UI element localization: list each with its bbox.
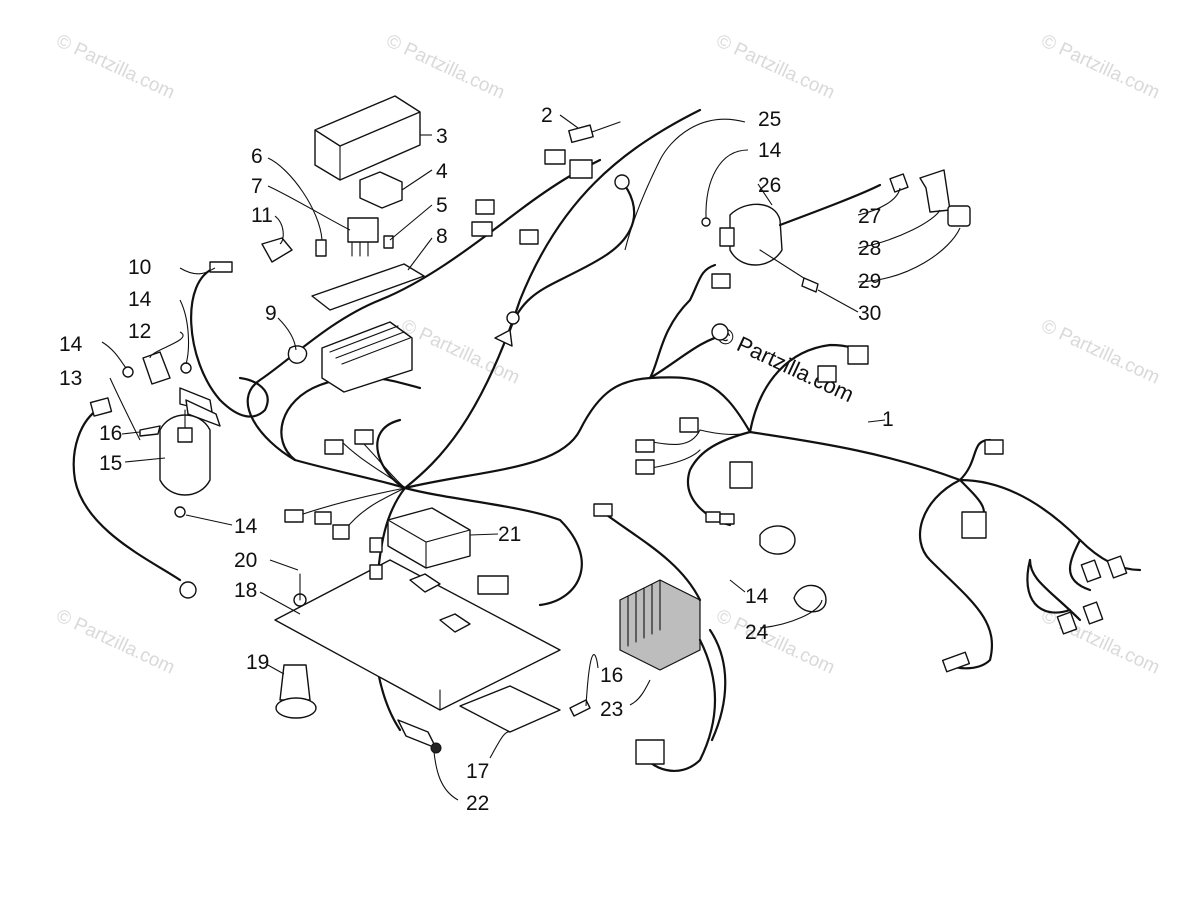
callout-27: 27 bbox=[858, 205, 881, 228]
callout-14-d: 14 bbox=[758, 139, 782, 162]
watermark-4: © Partzilla.com bbox=[1038, 30, 1163, 103]
callout-12: 12 bbox=[128, 320, 151, 343]
battery-cable-10 bbox=[190, 237, 293, 418]
clamp-24 bbox=[793, 584, 827, 613]
callout-14-e: 14 bbox=[745, 585, 769, 608]
watermark-layer: © Partzilla.com © Partzilla.com © Partzi… bbox=[53, 30, 1163, 678]
callout-10: 10 bbox=[128, 256, 151, 279]
callout-11: 11 bbox=[251, 204, 273, 227]
callout-20: 20 bbox=[234, 549, 257, 572]
callout-6: 6 bbox=[251, 145, 263, 168]
callout-13: 13 bbox=[59, 367, 82, 390]
watermark-6: © Partzilla.com bbox=[53, 605, 178, 678]
callout-24: 24 bbox=[745, 621, 769, 644]
watermark-3: © Partzilla.com bbox=[713, 30, 838, 103]
callout-2: 2 bbox=[541, 104, 553, 127]
callout-17: 17 bbox=[466, 760, 489, 783]
terminal-connector-2 bbox=[544, 121, 621, 179]
callout-7: 7 bbox=[251, 175, 263, 198]
callout-21: 21 bbox=[498, 523, 521, 546]
starter-solenoid-assembly bbox=[72, 351, 221, 599]
spark-plug-cap-assembly bbox=[889, 169, 971, 227]
watermark-5: © Partzilla.com bbox=[1038, 315, 1163, 388]
callout-14-b: 14 bbox=[59, 333, 83, 356]
callout-16-a: 16 bbox=[99, 422, 122, 445]
fuse-block-9-grid bbox=[321, 321, 413, 393]
callout-14-c: 14 bbox=[234, 515, 258, 538]
watermark-2: © Partzilla.com bbox=[383, 30, 508, 103]
connectors-misc bbox=[284, 199, 1128, 673]
callout-19: 19 bbox=[246, 651, 269, 674]
callout-29: 29 bbox=[858, 270, 881, 293]
ignition-coil-26 bbox=[701, 183, 882, 293]
fuse-box-assembly bbox=[287, 95, 425, 393]
callout-30: 30 bbox=[858, 302, 881, 325]
callout-labels: 1 2 3 4 5 6 7 8 9 10 11 12 13 14 14 14 1… bbox=[59, 104, 894, 815]
callout-22: 22 bbox=[466, 792, 489, 815]
callout-15: 15 bbox=[99, 452, 122, 475]
leader-lines bbox=[101, 114, 961, 801]
ground-wire-25 bbox=[494, 174, 636, 347]
callout-14-a: 14 bbox=[128, 288, 152, 311]
wiring-label-17 bbox=[459, 685, 561, 733]
mounting-plate-18 bbox=[274, 559, 561, 719]
control-module-21 bbox=[387, 507, 471, 569]
callout-26: 26 bbox=[758, 174, 781, 197]
watermark-10: © Partzilla.com bbox=[398, 315, 523, 388]
callout-3: 3 bbox=[436, 125, 448, 148]
callout-4: 4 bbox=[436, 160, 448, 183]
watermark-1: © Partzilla.com bbox=[53, 30, 178, 103]
callout-5: 5 bbox=[436, 194, 448, 217]
callout-8: 8 bbox=[436, 225, 448, 248]
callout-25: 25 bbox=[758, 108, 781, 131]
voltage-regulator-23 bbox=[569, 503, 727, 772]
callout-23: 23 bbox=[600, 698, 623, 721]
callout-28: 28 bbox=[858, 237, 881, 260]
callout-9: 9 bbox=[265, 302, 277, 325]
watermark-8: © Partzilla.com bbox=[713, 605, 838, 678]
callout-1: 1 bbox=[882, 408, 894, 431]
callout-18: 18 bbox=[234, 579, 257, 602]
sensor-22 bbox=[397, 719, 442, 754]
callout-16-b: 16 bbox=[600, 664, 623, 687]
